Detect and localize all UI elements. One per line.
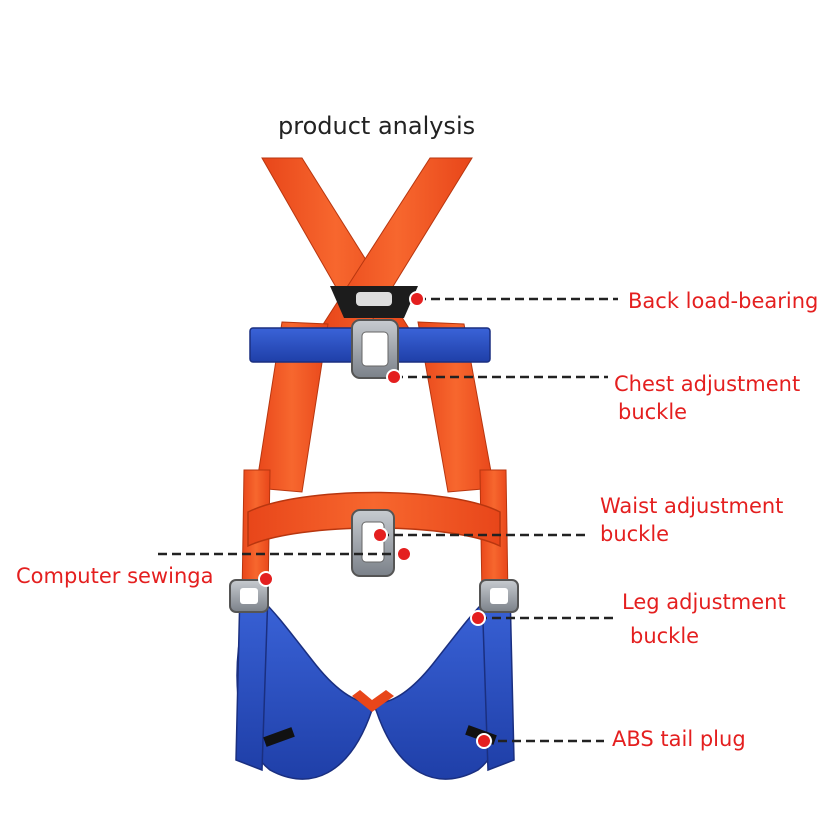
callout-text: buckle bbox=[600, 522, 670, 546]
page-title: product analysis bbox=[278, 112, 476, 140]
callout-text: buckle bbox=[630, 624, 700, 648]
callout-text: ABS tail plug bbox=[612, 727, 746, 751]
callout-abs-tail-plug: ABS tail plug bbox=[612, 725, 746, 753]
callout-back-load-bearing: Back load-bearing bbox=[628, 287, 818, 315]
callout-text: Leg adjustment bbox=[622, 590, 786, 614]
callout-leg-adjustment-buckle: Leg adjustment buckle bbox=[622, 588, 786, 650]
callout-computer-sewing: Computer sewinga bbox=[16, 562, 213, 590]
callout-chest-adjustment-buckle: Chest adjustment buckle bbox=[614, 370, 800, 426]
callout-text: Computer sewinga bbox=[16, 564, 214, 588]
right-leg-loop bbox=[359, 589, 515, 780]
callout-text: Waist adjustment bbox=[600, 494, 784, 518]
crotch-strap bbox=[352, 690, 394, 712]
callout-dots bbox=[258, 291, 492, 749]
callout-text: Back load-bearing bbox=[628, 289, 819, 313]
callout-text: buckle bbox=[618, 400, 688, 424]
callout-waist-adjustment-buckle: Waist adjustment buckle bbox=[600, 492, 783, 548]
callout-text: Chest adjustment bbox=[614, 372, 801, 396]
callout-lines bbox=[158, 297, 618, 743]
left-leg-loop bbox=[235, 589, 389, 780]
left-tail-plug bbox=[263, 727, 295, 747]
